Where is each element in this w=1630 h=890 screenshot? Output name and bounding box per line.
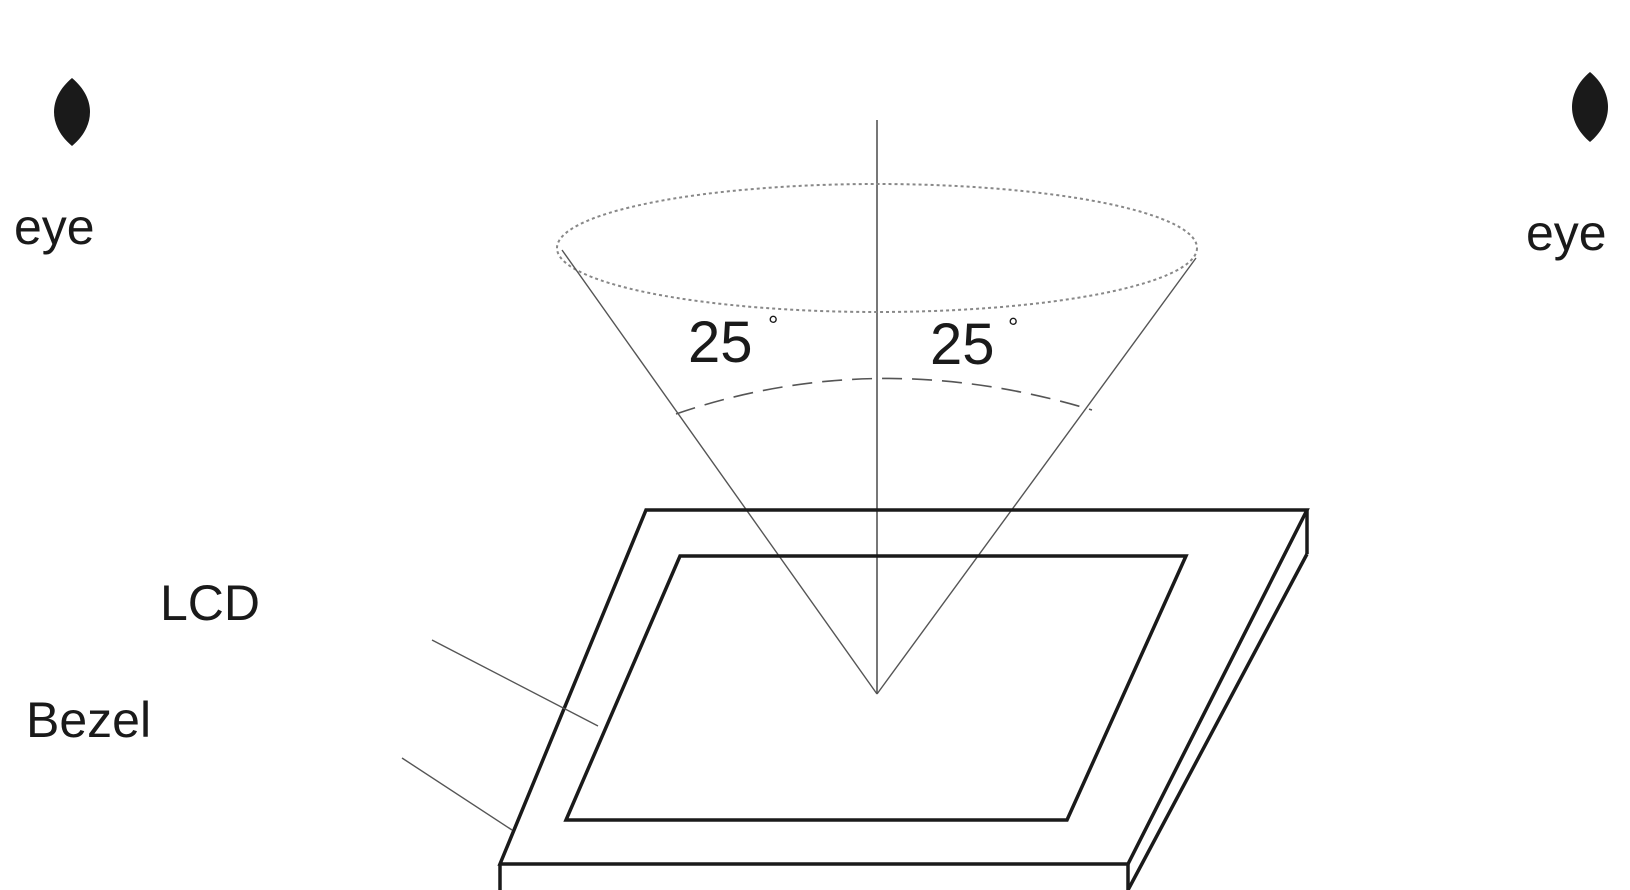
angle-right-degree: ° bbox=[1008, 312, 1018, 342]
cone-left-side bbox=[561, 249, 878, 695]
eye-right-label: eye bbox=[1526, 205, 1607, 261]
angle-left-degree: ° bbox=[768, 310, 778, 340]
eye-right-icon bbox=[1572, 72, 1608, 142]
lcd-leader-line bbox=[431, 639, 599, 727]
cone-right-side bbox=[876, 257, 1197, 695]
eye-left-label: eye bbox=[14, 199, 95, 255]
angle-arc bbox=[675, 377, 1093, 415]
bezel-label: Bezel bbox=[26, 692, 151, 748]
lcd-label: LCD bbox=[160, 575, 260, 631]
bezel-outer bbox=[497, 508, 1310, 866]
bezel-side-bottom-edge bbox=[1126, 553, 1309, 890]
eye-left-icon bbox=[54, 78, 90, 146]
bezel-leader-line bbox=[401, 757, 513, 831]
angle-right-label: 25 bbox=[930, 312, 995, 377]
cone-top-ellipse bbox=[556, 183, 1198, 313]
angle-left-label: 25 bbox=[688, 310, 753, 375]
lcd-panel bbox=[563, 554, 1189, 822]
